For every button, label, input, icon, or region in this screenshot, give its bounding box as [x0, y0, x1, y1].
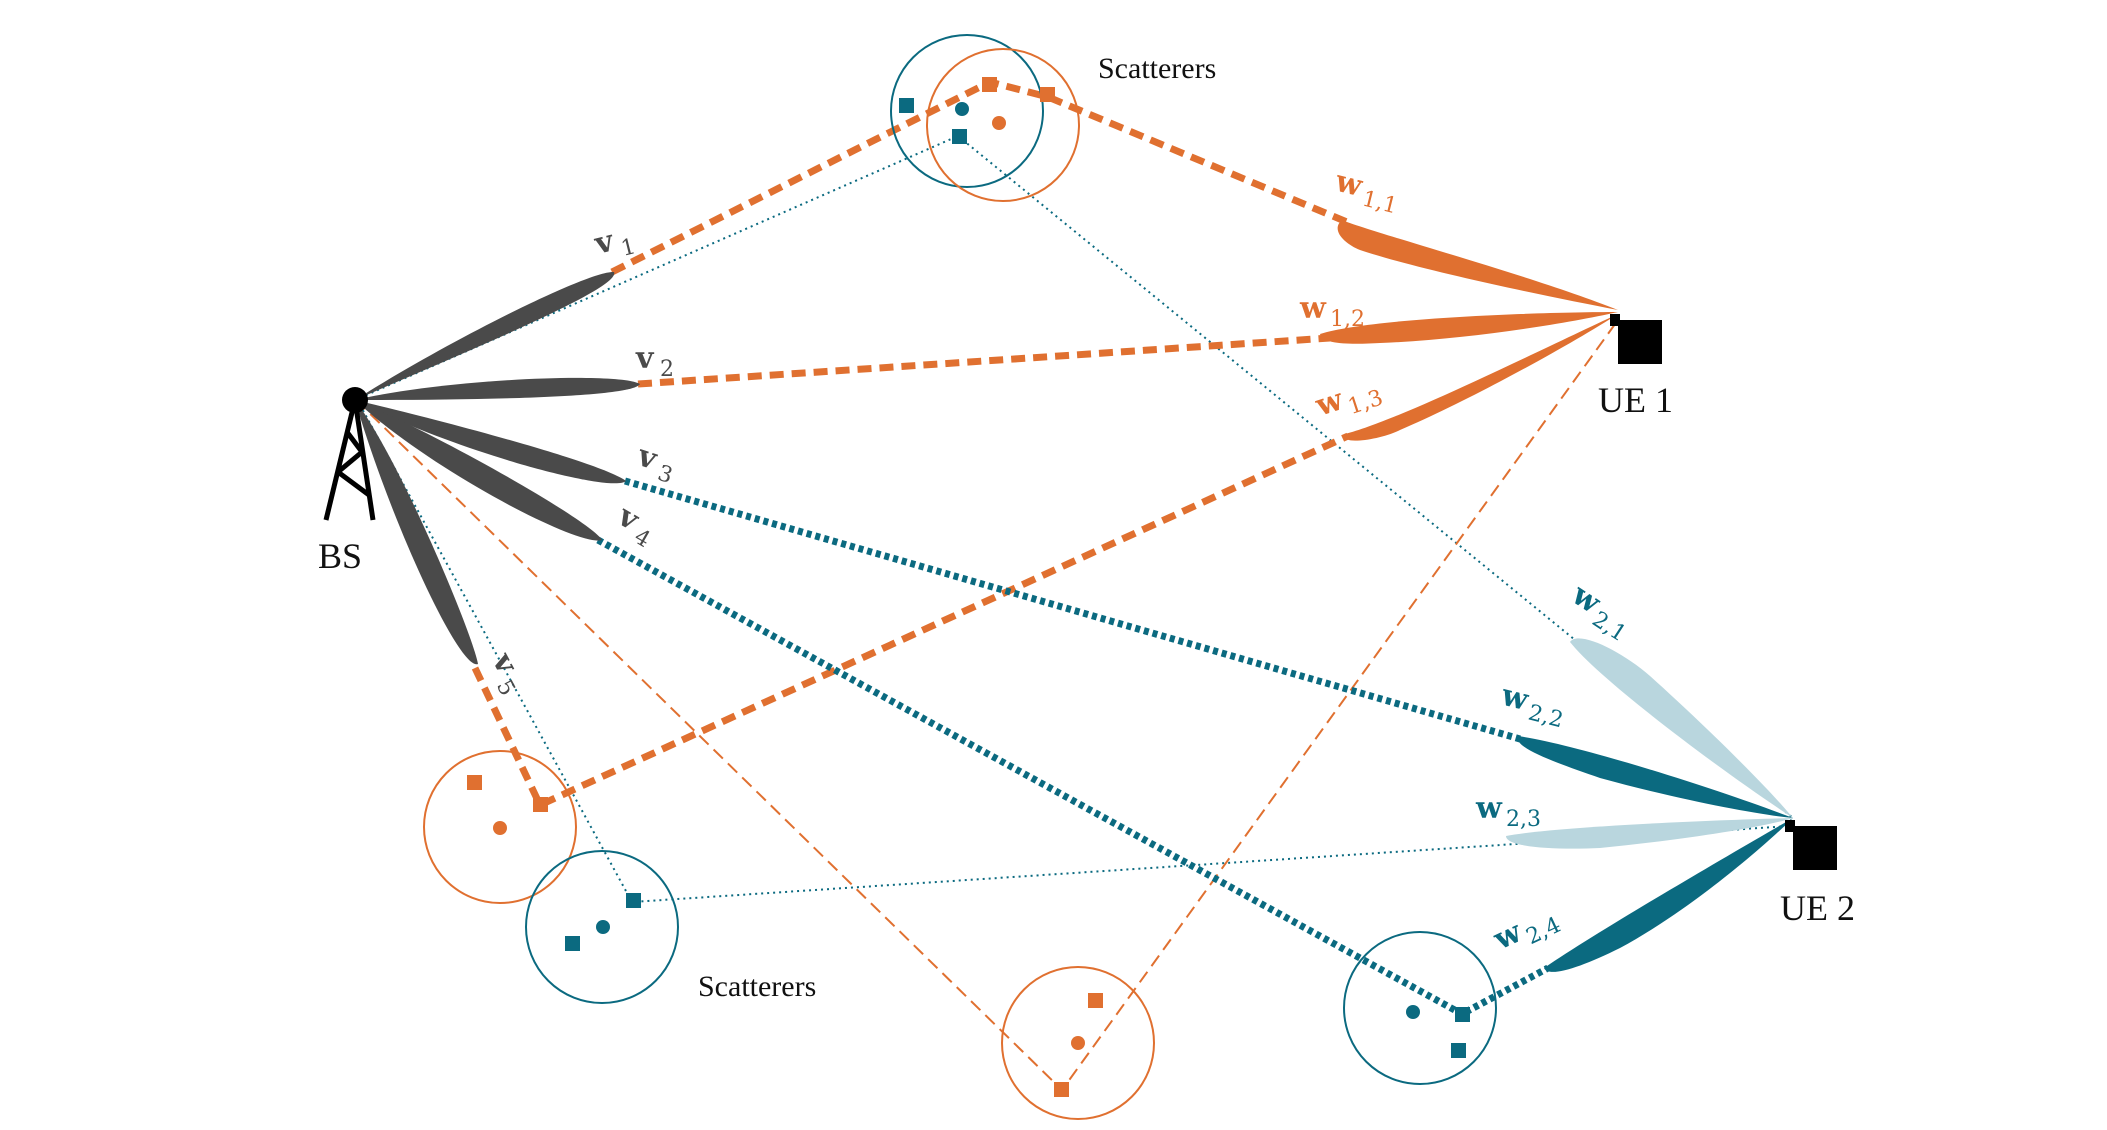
- scatterer-dot: [596, 920, 610, 934]
- path-bs-bottom-middle-scatter-ue1: [355, 319, 1619, 1092]
- scatterers-label-bottom: Scatterers: [698, 970, 816, 1003]
- scatterer-square: [1088, 993, 1103, 1008]
- svg-text:v: v: [635, 341, 655, 376]
- beam-label-w12: w 1,2: [1299, 291, 1365, 332]
- scatterer-square: [467, 775, 482, 790]
- scatterers-label-top: Scatterers: [1098, 52, 1216, 85]
- scatterer-cluster-bottom-left: [423, 750, 679, 1004]
- svg-text:2,3: 2,3: [1506, 807, 1541, 832]
- svg-text:v: v: [484, 646, 524, 680]
- ue1-label: UE 1: [1598, 380, 1673, 420]
- svg-text:1,3: 1,3: [1345, 385, 1386, 420]
- beam-lobe-w23: [1506, 818, 1793, 849]
- svg-text:3: 3: [654, 461, 675, 489]
- scatterer-circle-orange: [926, 48, 1080, 202]
- svg-text:1: 1: [619, 234, 639, 262]
- beam-label-w24: w 2,4: [1488, 913, 1565, 958]
- svg-text:2,1: 2,1: [1588, 607, 1631, 647]
- scatterer-dot: [955, 102, 969, 116]
- scatterer-dot: [493, 821, 507, 835]
- ue1-beam-lobes: [1320, 220, 1618, 441]
- beam-label-w13: w 1,3: [1311, 382, 1386, 424]
- scatterer-cluster-top: [890, 34, 1080, 202]
- bs-label: BS: [318, 536, 362, 576]
- beam-lobe-w22: [1517, 736, 1793, 818]
- beam-label-w21: w 2,1: [1565, 577, 1631, 647]
- scatterer-dot: [992, 116, 1006, 130]
- scatterer-circle-orange: [423, 750, 577, 904]
- orange-dashed-paths: [355, 319, 1619, 1092]
- path-v3-w22: [624, 477, 1521, 743]
- beam-lobe-w21: [1570, 638, 1793, 818]
- svg-text:1,1: 1,1: [1360, 187, 1400, 220]
- ue2-label: UE 2: [1780, 888, 1855, 928]
- scatterer-circle-teal: [525, 850, 679, 1004]
- path-v1-w11: [610, 78, 1349, 276]
- path-v5-w13: [471, 432, 1350, 810]
- scatterer-square: [899, 98, 914, 113]
- scatterer-circle-teal: [890, 34, 1044, 188]
- svg-text:w: w: [1311, 382, 1348, 424]
- beam-label-v4: v 4: [611, 498, 655, 553]
- scatterer-square: [1451, 1043, 1466, 1058]
- svg-text:v: v: [590, 223, 618, 262]
- ue1-terminal-icon: [1610, 314, 1662, 364]
- scatterer-square: [952, 129, 967, 144]
- svg-text:2,4: 2,4: [1523, 913, 1565, 950]
- beam-lobe-v2: [355, 377, 640, 400]
- scatterer-square: [565, 936, 580, 951]
- bs-beam-lobes: [355, 271, 640, 665]
- path-bs-bottom-scatter-ue2: [359, 404, 1791, 904]
- ue2-beam-lobes: [1506, 638, 1793, 972]
- svg-text:w: w: [1331, 164, 1367, 205]
- scatterer-square: [982, 77, 997, 92]
- svg-text:1,2: 1,2: [1330, 307, 1365, 332]
- scatterer-cluster-bottom-right: [1343, 931, 1497, 1085]
- beam-lobe-w24: [1544, 818, 1793, 972]
- scatterer-dot: [1071, 1036, 1085, 1050]
- scatterer-circle-orange: [1001, 966, 1155, 1120]
- beam-label-w22: w 2,2: [1497, 678, 1566, 734]
- ue2-terminal-icon: [1785, 820, 1837, 870]
- svg-text:w: w: [1475, 791, 1503, 826]
- beam-lobe-v3: [355, 400, 626, 484]
- bs-tower-icon: [323, 387, 376, 521]
- orange-thick-paths: [471, 78, 1350, 810]
- beam-label-w23: w 2,3: [1475, 791, 1541, 832]
- scatterer-square: [1455, 1007, 1470, 1022]
- beam-lobe-v5: [355, 400, 478, 665]
- beam-lobe-w13: [1344, 314, 1618, 441]
- scatterer-square: [626, 893, 641, 908]
- scatterer-square: [533, 797, 548, 812]
- beam-lobe-w12: [1320, 312, 1618, 344]
- svg-text:w: w: [1497, 678, 1533, 719]
- svg-text:w: w: [1299, 291, 1327, 326]
- scatterer-square: [1054, 1082, 1069, 1097]
- scatterer-circle-teal: [1343, 931, 1497, 1085]
- scatterer-cluster-bottom-middle: [1001, 966, 1155, 1120]
- beam-label-v2: v 2: [635, 341, 674, 382]
- svg-text:5: 5: [491, 676, 520, 700]
- path-v4-w24: [596, 536, 1550, 1018]
- svg-text:2: 2: [660, 357, 674, 382]
- svg-text:w: w: [1488, 914, 1528, 958]
- path-v2-w12: [637, 334, 1331, 388]
- svg-text:4: 4: [630, 524, 655, 553]
- scatterer-square: [1040, 87, 1055, 102]
- beam-lobe-v1: [355, 271, 615, 400]
- scatterer-dot: [1406, 1005, 1420, 1019]
- beam-lobe-w11: [1337, 220, 1618, 310]
- beam-lobe-v4: [355, 400, 602, 541]
- beam-label-w11: w 1,1: [1331, 164, 1400, 220]
- svg-text:2,2: 2,2: [1526, 701, 1566, 734]
